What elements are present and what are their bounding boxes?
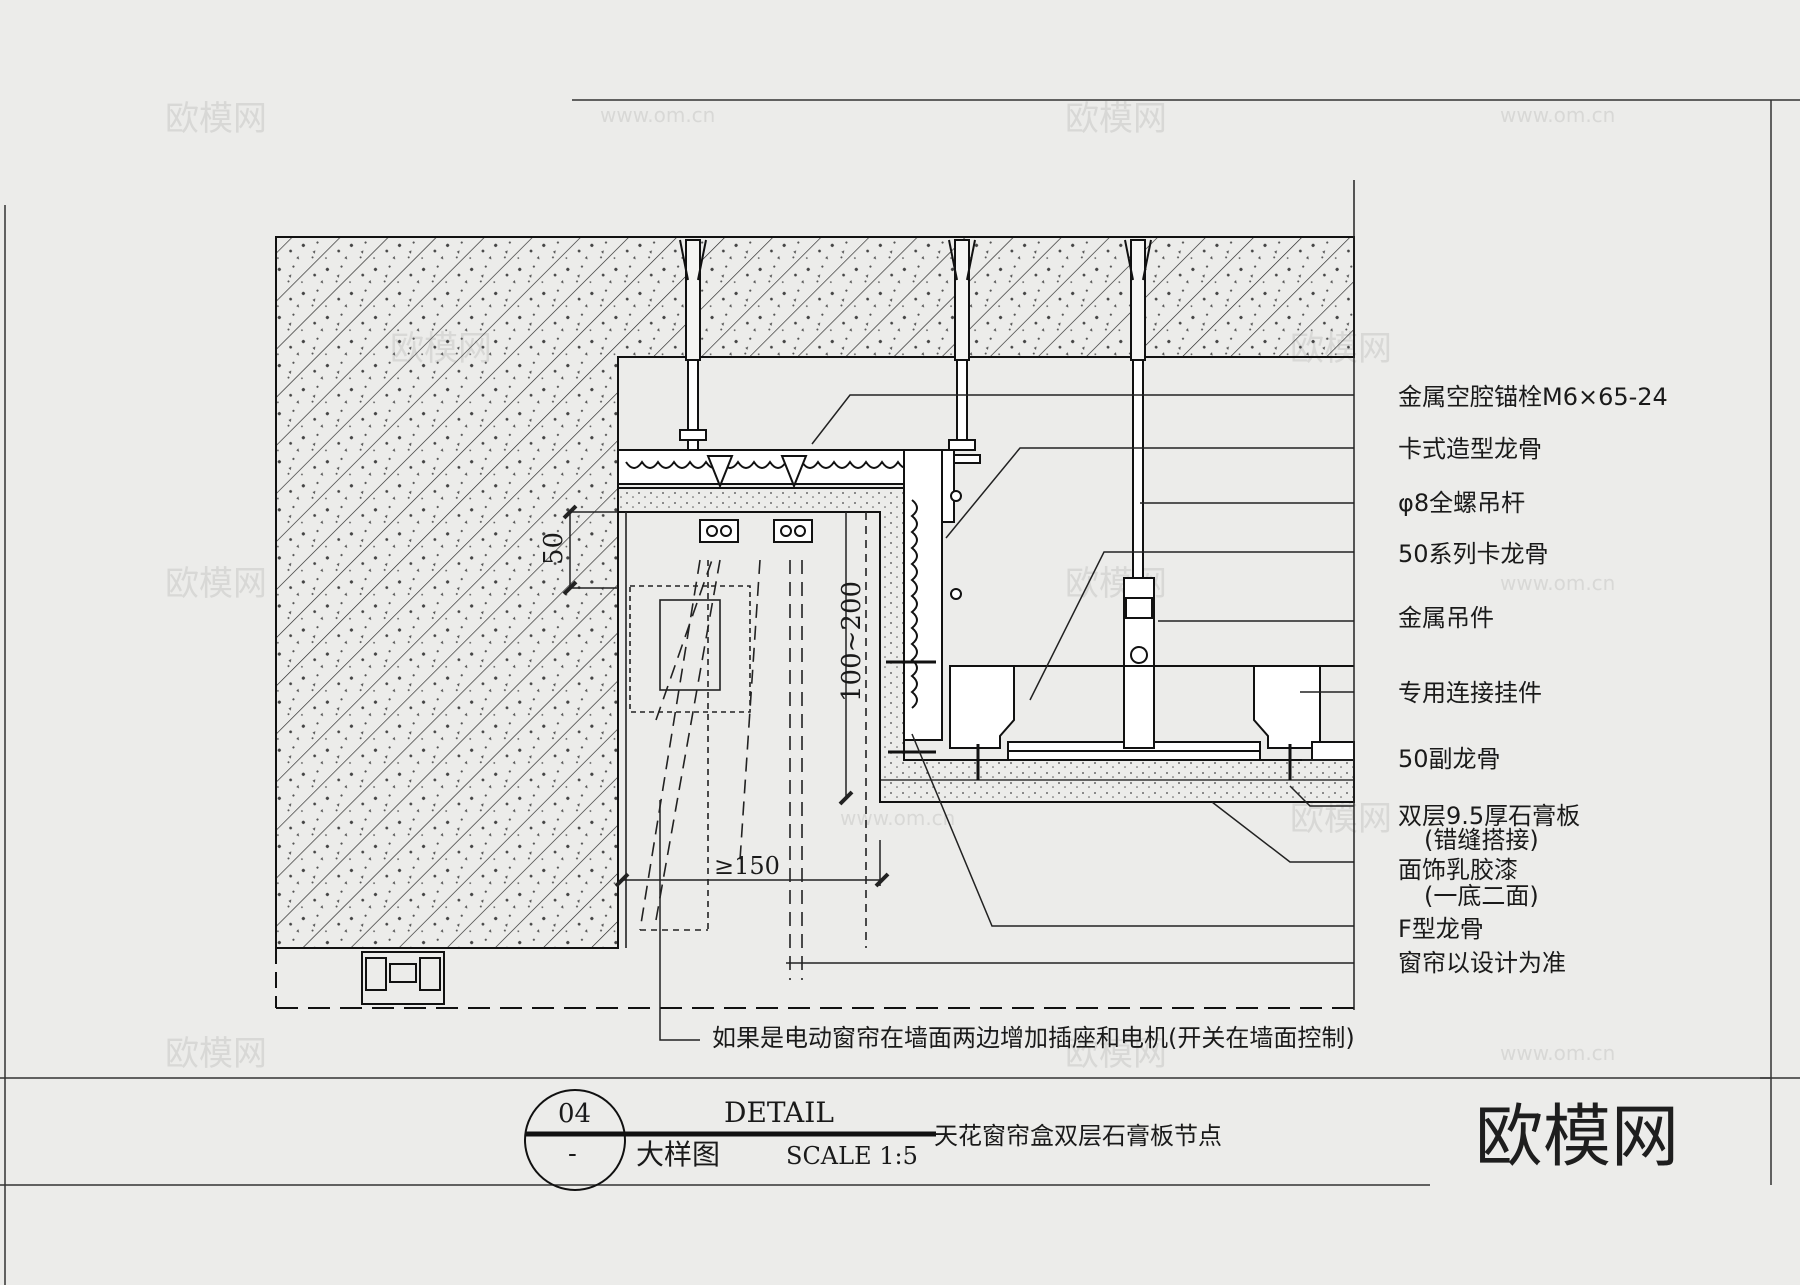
watermark: 欧模网	[1290, 799, 1392, 839]
watermark: 欧模网	[1065, 99, 1167, 139]
brand-logo: 欧模网	[1475, 1098, 1679, 1177]
concrete-structure	[275, 236, 1355, 949]
watermark: www.om.cn	[840, 806, 955, 830]
callout-label: F型龙骨	[1398, 915, 1484, 943]
dimensions	[562, 504, 890, 888]
callout-labels: 金属空腔锚栓M6×65-24 卡式造型龙骨 φ8全螺吊杆 50系列卡龙骨金属吊件专用连…	[1398, 383, 1668, 977]
drawing-title: 天花窗帘盒双层石膏板节点	[934, 1122, 1222, 1150]
callout-label: 金属吊件	[1398, 604, 1494, 632]
dimension-width: ≥150	[714, 852, 780, 880]
dimension-gap: 50	[539, 532, 569, 565]
leader-lines	[659, 180, 1355, 1041]
title-circle	[524, 1089, 626, 1191]
detail-label: DETAIL	[724, 1096, 834, 1129]
motor-note: 如果是电动窗帘在墙面两边增加插座和电机(开关在墙面控制)	[712, 1024, 1355, 1052]
watermark: 欧模网	[165, 564, 267, 604]
callout-label: 50系列卡龙骨	[1398, 540, 1549, 568]
anchor-bolts	[679, 239, 1152, 361]
callout-label: 窗帘以设计为准	[1398, 949, 1566, 977]
card-keel	[617, 449, 962, 741]
callout-label: (一底二面)	[1424, 882, 1539, 910]
ceiling-keels	[949, 577, 1355, 761]
sheet-number: -	[568, 1139, 577, 1169]
callout-label: 面饰乳胶漆	[1398, 856, 1518, 884]
sheet-border	[0, 99, 1800, 1285]
callout-label: φ8全螺吊杆	[1398, 489, 1525, 517]
callout-label: 金属空腔锚栓M6×65-24	[1398, 383, 1668, 411]
scale-label: SCALE 1:5	[786, 1142, 918, 1170]
screws	[886, 660, 1292, 780]
window-frame	[275, 948, 1354, 1009]
detail-number: 04	[558, 1099, 591, 1129]
callout-label: 50副龙骨	[1398, 745, 1501, 773]
title-block: 04 - DETAIL 大样图 SCALE 1:5 天花窗帘盒双层石膏板节点	[524, 1089, 1222, 1191]
callout-label: (错缝搭接)	[1424, 826, 1539, 854]
watermark: www.om.cn	[1500, 103, 1615, 127]
dimension-height: 100~200	[837, 581, 867, 702]
curtain-box-interior	[625, 512, 867, 980]
threaded-rods	[679, 359, 1144, 581]
watermark: 欧模网	[1065, 1034, 1167, 1074]
callout-label: 专用连接挂件	[1398, 679, 1542, 707]
watermark: www.om.cn	[1500, 1041, 1615, 1065]
watermark: www.om.cn	[600, 103, 715, 127]
detail-label-cn: 大样图	[636, 1138, 720, 1171]
callout-label: 卡式造型龙骨	[1398, 435, 1542, 463]
watermark: 欧模网	[165, 99, 267, 139]
watermark: www.om.cn	[1500, 571, 1615, 595]
curtain-track	[699, 455, 813, 543]
callout-label: 双层9.5厚石膏板	[1398, 802, 1580, 830]
watermark: 欧模网	[165, 1034, 267, 1074]
